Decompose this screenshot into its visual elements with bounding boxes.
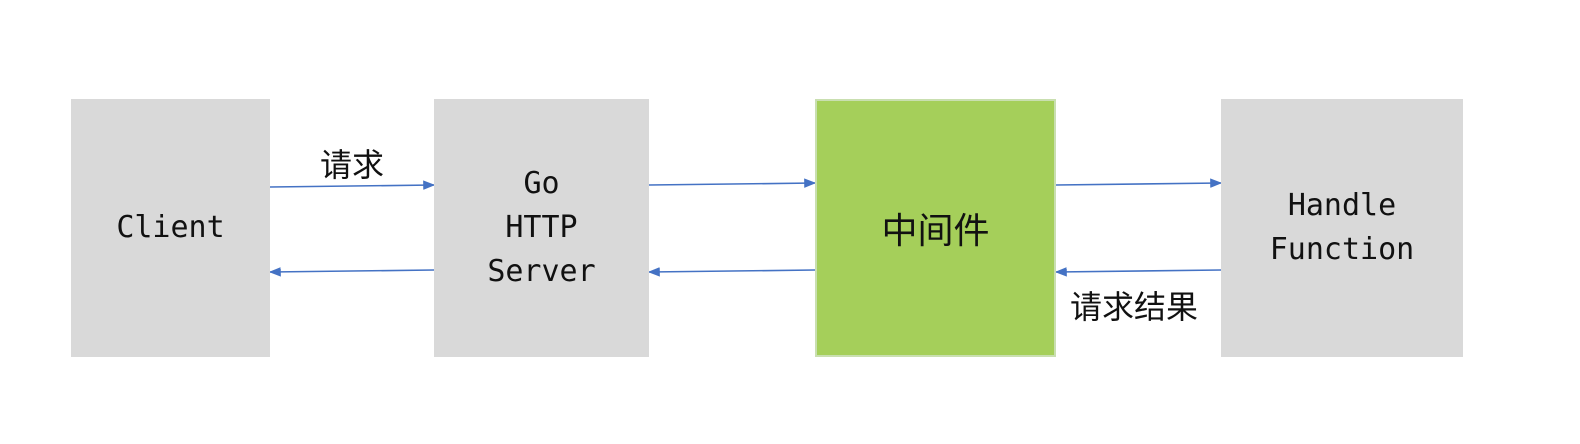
- handle-function-label: Handle Function: [1269, 188, 1415, 267]
- arrow-middleware-to-handler: [1055, 178, 1223, 188]
- middleware-label: 中间件: [881, 211, 990, 252]
- arrow-server-to-middleware: [648, 178, 817, 188]
- arrow-client-to-server: [269, 180, 436, 190]
- client-label: Client: [116, 210, 225, 245]
- go-http-server-label: Go HTTP Server: [487, 166, 596, 289]
- handle-function-box: Handle Function: [1221, 99, 1463, 357]
- result-edge-label: 请求结果: [1070, 288, 1199, 326]
- arrow-server-to-client: [268, 267, 435, 277]
- arrow-middleware-to-server: [647, 267, 816, 277]
- middleware-box: 中间件: [815, 99, 1056, 357]
- arrow-handler-to-middleware: [1054, 267, 1222, 277]
- client-box: Client: [71, 99, 270, 357]
- request-edge-label: 请求: [320, 146, 385, 184]
- go-http-server-box: Go HTTP Server: [434, 99, 649, 357]
